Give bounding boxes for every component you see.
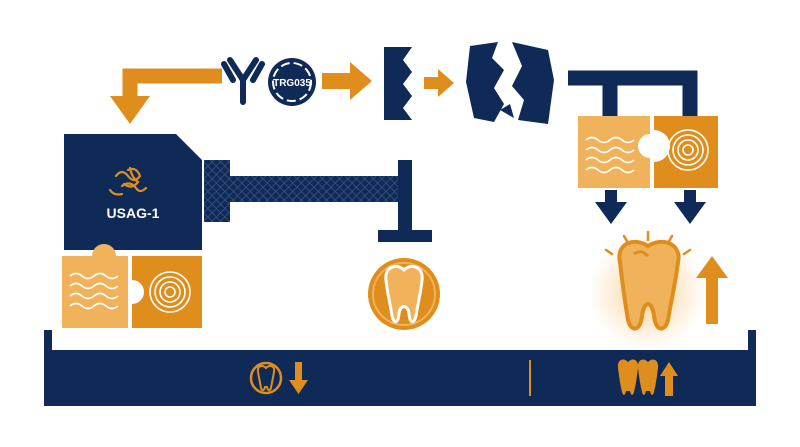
arrow-up-icon-small [660, 362, 678, 396]
teeth-icon-increased [617, 359, 659, 395]
antibody-icon [221, 57, 265, 105]
usag1-protein-icon: USAG-1 [64, 134, 202, 250]
return-arrow [110, 68, 222, 124]
arrow-to-broken [424, 69, 454, 97]
arrows-to-growth [595, 190, 706, 224]
drug-label: TRG035 [273, 78, 311, 89]
arrow-up-icon [696, 256, 728, 324]
drug-molecule-icon: TRG035 [268, 58, 316, 106]
tooth-icon [368, 258, 440, 330]
broken-usag1-icon [466, 42, 554, 124]
arrow-down-icon [289, 362, 308, 394]
inhibition-bar [204, 160, 432, 242]
protein-label: USAG-1 [107, 205, 160, 221]
arrow-to-receptor [322, 62, 372, 100]
bmp-receptor-icon-left [62, 244, 202, 328]
bmp-receptor-icon-right [578, 116, 718, 188]
bottom-bar [44, 330, 756, 406]
receptor-fragment-icon [384, 47, 412, 120]
tooth-icon-reduced [249, 361, 283, 395]
growing-tooth-icon [590, 230, 706, 350]
